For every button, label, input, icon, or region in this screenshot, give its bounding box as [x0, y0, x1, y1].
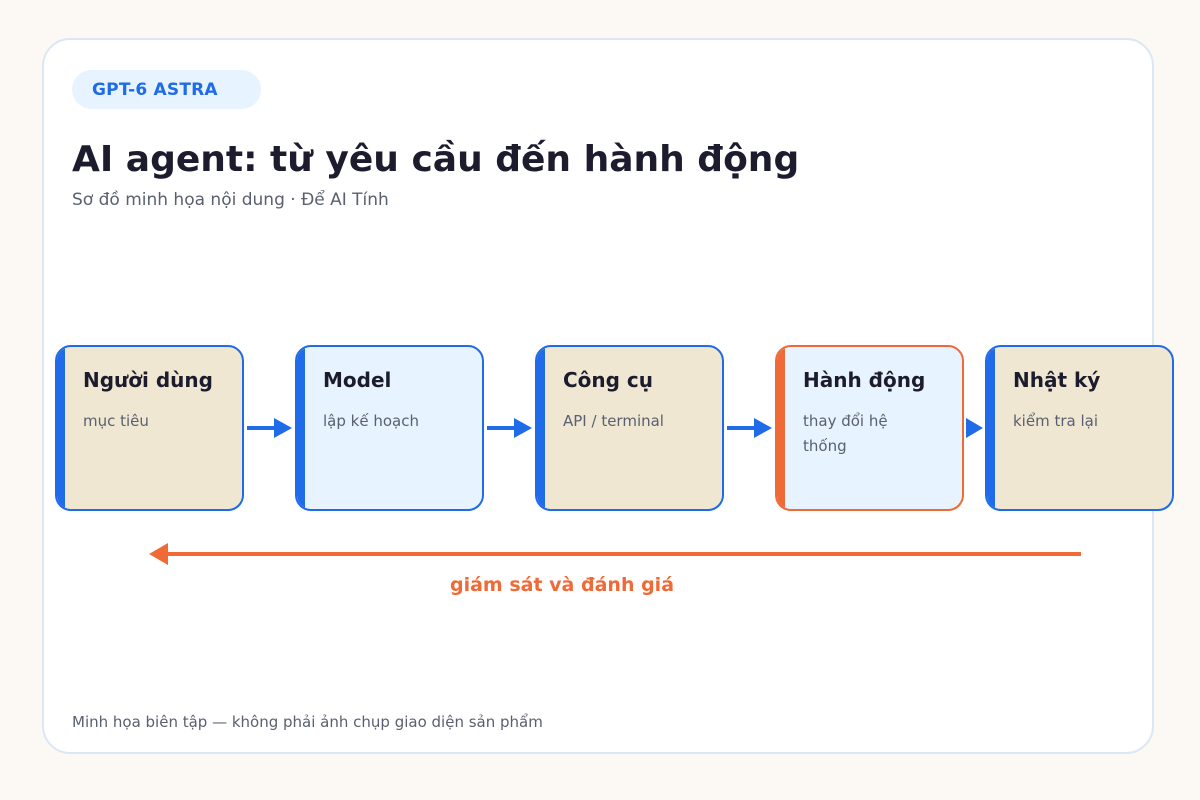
flow-arrow-user-model	[247, 418, 292, 438]
node-user: Người dùng mục tiêu	[55, 345, 244, 511]
feedback-arrow	[149, 543, 1081, 565]
page-title: AI agent: từ yêu cầu đến hành động	[72, 139, 800, 180]
node-model: Model lập kế hoạch	[295, 345, 484, 511]
flow-arrow-model-tools	[487, 418, 532, 438]
node-title: Hành động	[803, 368, 926, 392]
node-accent-bar	[987, 347, 995, 509]
node-accent-bar	[777, 347, 785, 509]
model-badge: GPT-6 ASTRA	[72, 70, 261, 109]
node-title: Model	[323, 368, 392, 392]
node-description: thay đổi hệ thống	[803, 412, 888, 455]
node-description: mục tiêu	[83, 412, 149, 430]
flow-arrow-tools-action	[727, 418, 772, 438]
node-title: Người dùng	[83, 368, 213, 392]
node-log: Nhật ký kiểm tra lại	[985, 345, 1174, 511]
node-accent-bar	[297, 347, 305, 509]
feedback-label: giám sát và đánh giá	[450, 574, 675, 596]
node-title: Công cụ	[563, 368, 654, 392]
node-description: kiểm tra lại	[1013, 412, 1098, 430]
footer-disclaimer: Minh họa biên tập — không phải ảnh chụp …	[72, 713, 543, 731]
page-subtitle: Sơ đồ minh họa nội dung · Để AI Tính	[72, 190, 389, 210]
flow-arrow-action-log	[966, 418, 983, 438]
node-title: Nhật ký	[1013, 368, 1101, 392]
node-description: API / terminal	[563, 412, 664, 430]
node-accent-bar	[57, 347, 65, 509]
node-action: Hành động thay đổi hệ thống	[775, 345, 964, 511]
node-tools: Công cụ API / terminal	[535, 345, 724, 511]
node-accent-bar	[537, 347, 545, 509]
node-description: lập kế hoạch	[323, 412, 419, 430]
